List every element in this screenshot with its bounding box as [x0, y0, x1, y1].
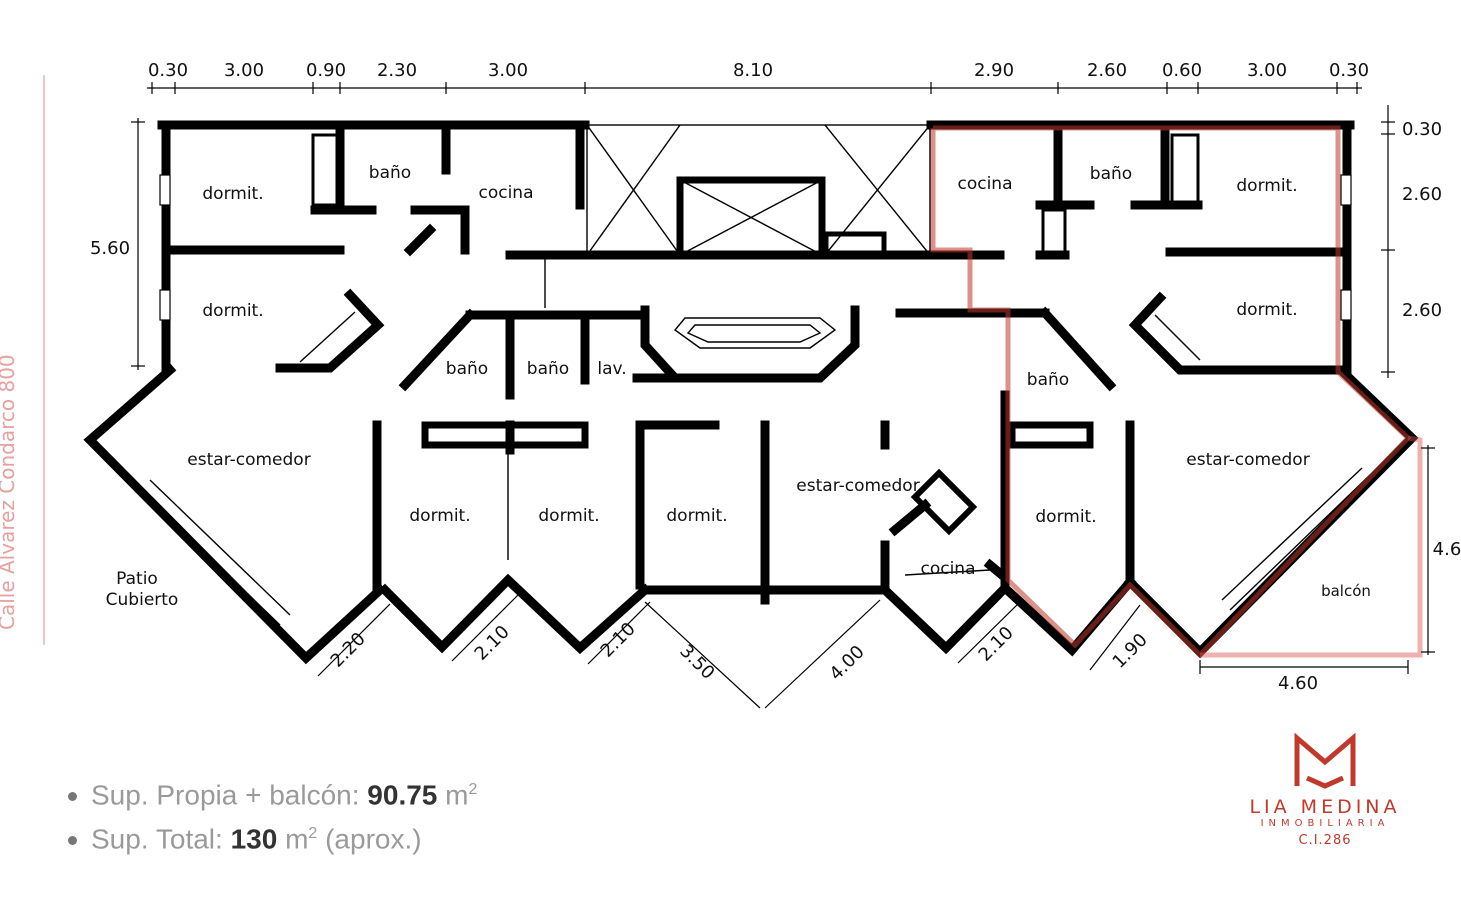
dim-top-6: 8.10	[733, 60, 773, 81]
brand-ci: C.I.286	[1298, 833, 1352, 848]
dim-top-3: 0.90	[306, 60, 346, 81]
room-dormit-1: dormit.	[202, 184, 263, 204]
room-bano-5: baño	[1027, 370, 1069, 390]
street-name: Calle Alvarez Condarco 800	[0, 354, 19, 630]
unit-exponent: 2	[468, 781, 478, 798]
sup-total-suffix: (aprox.)	[325, 823, 422, 855]
sup-propia-unit: m	[445, 779, 469, 811]
sup-propia-label: Sup. Propia + balcón:	[91, 779, 360, 811]
right-dimension-line: 0.30 2.60 2.60	[1381, 105, 1442, 378]
room-dormit-2: dormit.	[202, 301, 263, 321]
highlighted-unit-outline	[930, 125, 1423, 659]
dim-top-1: 0.30	[148, 60, 188, 81]
room-dormit-5: dormit.	[666, 506, 727, 526]
room-labels: dormit. dormit. baño cocina baño baño la…	[106, 163, 1371, 610]
sup-propia-row: Sup. Propia + balcón: 90.75 m2	[68, 768, 477, 812]
bullet-icon	[68, 792, 77, 802]
room-lav: lav.	[597, 359, 626, 379]
room-dormit-7: dormit.	[1236, 300, 1297, 320]
dim-top-5: 3.00	[488, 60, 528, 81]
sup-total-label: Sup. Total:	[91, 823, 223, 855]
dim-bottom-7: 1.90	[1109, 630, 1152, 673]
brand-name: LIA MEDINA	[1249, 796, 1401, 818]
central-core	[505, 124, 1005, 383]
sup-total-unit: m	[285, 823, 309, 855]
top-dimension-line: 0.30 3.00 0.90 2.30 3.00 8.10 2.90 2.60 …	[147, 60, 1369, 94]
dim-top-10: 3.00	[1247, 60, 1287, 81]
dim-bottom-4: 3.50	[675, 641, 718, 684]
bottom-dimension-lines	[317, 594, 1141, 709]
room-bano-2: baño	[446, 359, 488, 379]
balcony-dimensions: 4.6 4.60	[1199, 445, 1461, 694]
patio-label-line2: Cubierto	[106, 590, 179, 610]
room-estar-comedor-1: estar-comedor	[187, 450, 310, 470]
dim-top-8: 2.60	[1087, 60, 1127, 81]
room-bano-3: baño	[527, 359, 569, 379]
dim-right-2: 2.60	[1402, 184, 1442, 205]
unit-exponent: 2	[308, 825, 318, 842]
brand-block: LIA MEDINA INMOBILIARIA C.I.286	[1240, 732, 1410, 848]
dim-right-1: 0.30	[1402, 119, 1442, 140]
dim-bottom-5: 4.00	[826, 642, 869, 685]
dim-top-11: 0.30	[1329, 60, 1369, 81]
room-dormit-3: dormit.	[409, 506, 470, 526]
area-info: Sup. Propia + balcón: 90.75 m2 Sup. Tota…	[68, 768, 477, 856]
patio-label-line1: Patio	[116, 569, 158, 589]
dim-top-7: 2.90	[974, 60, 1014, 81]
room-dormit-4: dormit.	[538, 506, 599, 526]
bullet-icon	[68, 836, 77, 846]
brand-subtitle: INMOBILIARIA	[1260, 818, 1390, 829]
room-dormit-6: dormit.	[1236, 176, 1297, 196]
dim-right-3: 2.60	[1402, 300, 1442, 321]
brand-logo-icon	[1294, 732, 1356, 789]
dim-top-9: 0.60	[1162, 60, 1202, 81]
dim-balcony-height: 4.6	[1433, 539, 1461, 560]
room-estar-comedor-2: estar-comedor	[796, 476, 919, 496]
sup-propia-value: 90.75	[367, 779, 438, 811]
dim-left-height: 5.60	[90, 238, 130, 259]
room-dormit-8: dormit.	[1035, 507, 1096, 527]
left-dimension-line: 5.60	[90, 118, 145, 370]
room-cocina-1: cocina	[478, 183, 533, 203]
sup-total-row: Sup. Total: 130 m2 (aprox.)	[68, 812, 477, 856]
room-bano-4: baño	[1090, 164, 1132, 184]
dim-bottom-6: 2.10	[975, 623, 1018, 666]
sup-total-value: 130	[230, 823, 278, 855]
room-estar-comedor-3: estar-comedor	[1186, 450, 1309, 470]
outer-walls	[83, 120, 1419, 665]
room-bano-1: baño	[369, 163, 411, 183]
right-apartment-walls	[880, 120, 1371, 611]
dim-top-4: 2.30	[377, 60, 417, 81]
room-cocina-2: cocina	[920, 559, 975, 579]
dim-top-2: 3.00	[224, 60, 264, 81]
dim-bottom-2: 2.10	[471, 622, 514, 665]
room-cocina-3: cocina	[957, 174, 1012, 194]
dim-balcony-width: 4.60	[1278, 673, 1318, 694]
room-balcon: balcón	[1321, 582, 1371, 600]
floor-plan: Calle Alvarez Condarco 800 0.30 3.00 0.9…	[0, 60, 1461, 709]
left-apartment-walls	[139, 120, 770, 626]
